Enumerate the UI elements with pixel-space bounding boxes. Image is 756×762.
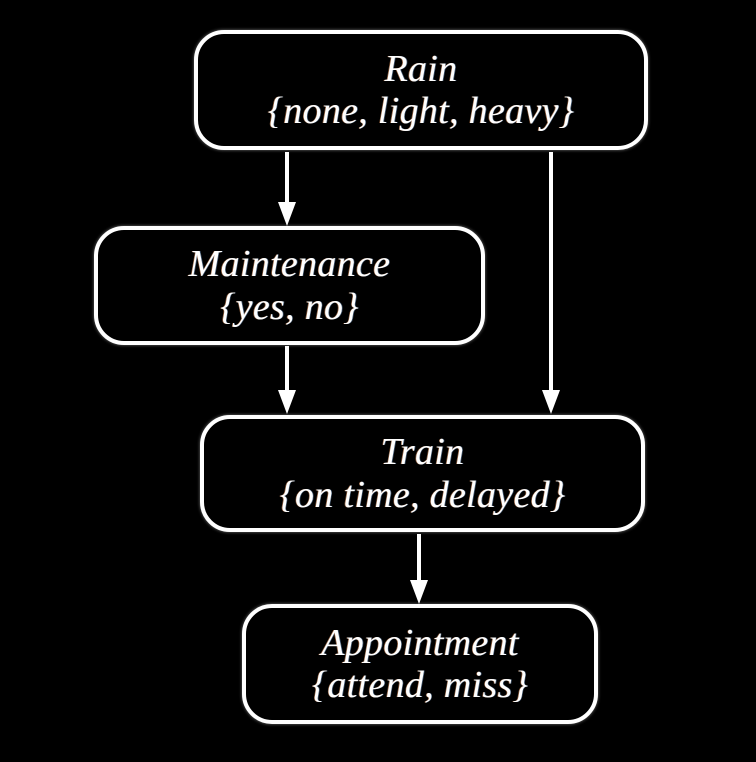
node-maintenance[interactable]: Maintenance {yes, no} bbox=[94, 226, 485, 345]
edge-train-to-appointment bbox=[397, 534, 441, 606]
node-maintenance-states: {yes, no} bbox=[220, 285, 359, 328]
node-train-states: {on time, delayed} bbox=[279, 473, 566, 516]
edge-rain-to-train bbox=[529, 152, 573, 416]
edge-maintenance-to-train bbox=[265, 346, 309, 416]
edge-rain-to-maintenance bbox=[265, 152, 309, 228]
node-train-label: Train bbox=[380, 431, 465, 474]
node-rain-states: {none, light, heavy} bbox=[267, 90, 575, 132]
node-appointment[interactable]: Appointment {attend, miss} bbox=[242, 604, 598, 724]
node-appointment-label: Appointment bbox=[321, 621, 519, 664]
node-rain[interactable]: Rain {none, light, heavy} bbox=[194, 30, 648, 150]
node-train[interactable]: Train {on time, delayed} bbox=[200, 415, 645, 532]
node-appointment-states: {attend, miss} bbox=[311, 664, 529, 706]
node-maintenance-label: Maintenance bbox=[188, 243, 391, 286]
node-rain-label: Rain bbox=[384, 47, 458, 90]
